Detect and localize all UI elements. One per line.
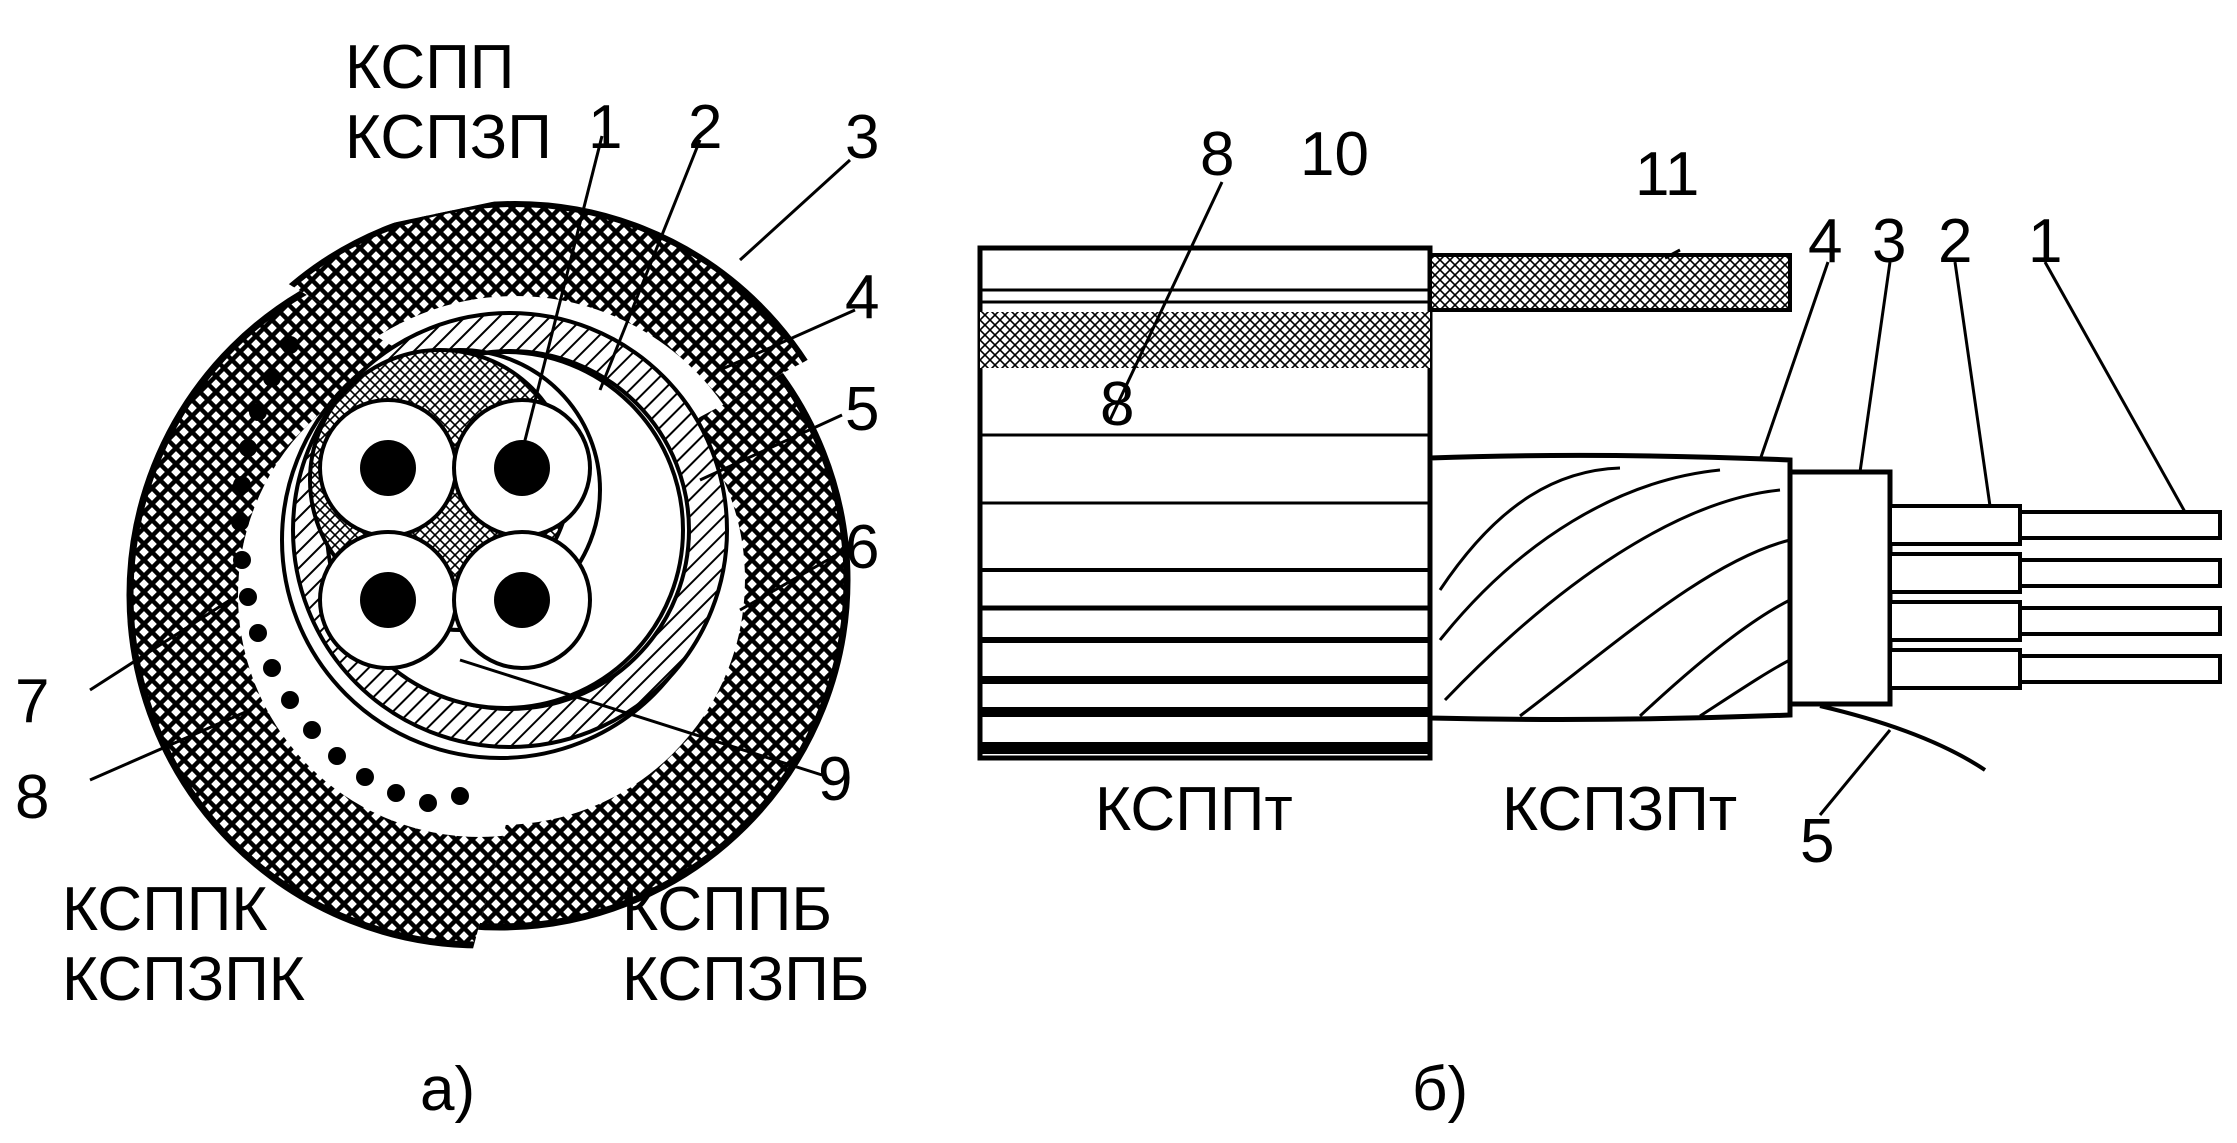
callout-b-8: 8 [1100,370,1134,439]
outer-jacket-right [470,295,851,931]
armour-wires [231,336,469,812]
section-label-kspzpt: КСПЗПт [1502,775,1737,844]
side-view [977,181,2222,816]
cable-type-bottom-right-2: КСПЗПБ [622,945,869,1014]
cable-type-top-2: КСПЗП [345,103,552,172]
callout-b-5: 5 [1800,807,1834,876]
callout-b-10: 10 [1300,120,1369,189]
callout-b-11: 11 [1635,140,1699,209]
callout-a-2: 2 [688,93,722,162]
callout-a-7: 7 [15,667,49,736]
inner-layer [1787,469,1893,707]
shield-band [293,313,727,747]
caption-a: а) [420,1055,475,1124]
insulated-conductors [1888,504,2022,690]
callout-a-8: 8 [15,763,49,832]
callout-a-6: 6 [845,513,879,582]
cable-type-bottom-left-2: КСПЗПК [62,945,305,1014]
leader-lines-a [89,135,856,782]
panel-a-labels: КСПП КСПЗП 1 2 3 4 5 6 7 8 9 КСППК КСПЗП… [15,33,879,1124]
callout-a-4: 4 [845,263,879,332]
jacket-strip [1428,253,1792,312]
callout-b-1: 1 [2028,207,2062,276]
sheath-section [977,245,1433,761]
callout-a-3: 3 [845,103,879,172]
cross-section [89,135,864,949]
callout-a-5: 5 [845,375,879,444]
panel-b-labels: 8 10 8 10 11 4 3 2 1 5 КСППт КСПЗПт б) [1095,120,2062,1124]
outer-jacket-top [240,201,864,470]
callout-a-1: 1 [588,93,622,162]
callout-a-9: 9 [818,745,852,814]
conductors [318,398,592,670]
section-label-ksppt: КСППт [1095,775,1293,844]
screen-section [1427,452,1793,722]
cable-type-bottom-right-1: КСППБ [622,875,832,944]
caption-b: б) [1412,1055,1468,1124]
drain-wire [1819,704,1987,772]
callout-b-2: 2 [1938,207,1972,276]
callout-b-3: 3 [1872,207,1906,276]
cable-type-top-1: КСПП [345,33,514,102]
callout-b-4: 4 [1808,207,1842,276]
callout-b-8-top: 8 [1200,120,1234,189]
bare-conductors [2018,510,2222,684]
cable-type-bottom-left-1: КСППК [62,875,267,944]
leader-lines-b [1108,181,2187,513]
